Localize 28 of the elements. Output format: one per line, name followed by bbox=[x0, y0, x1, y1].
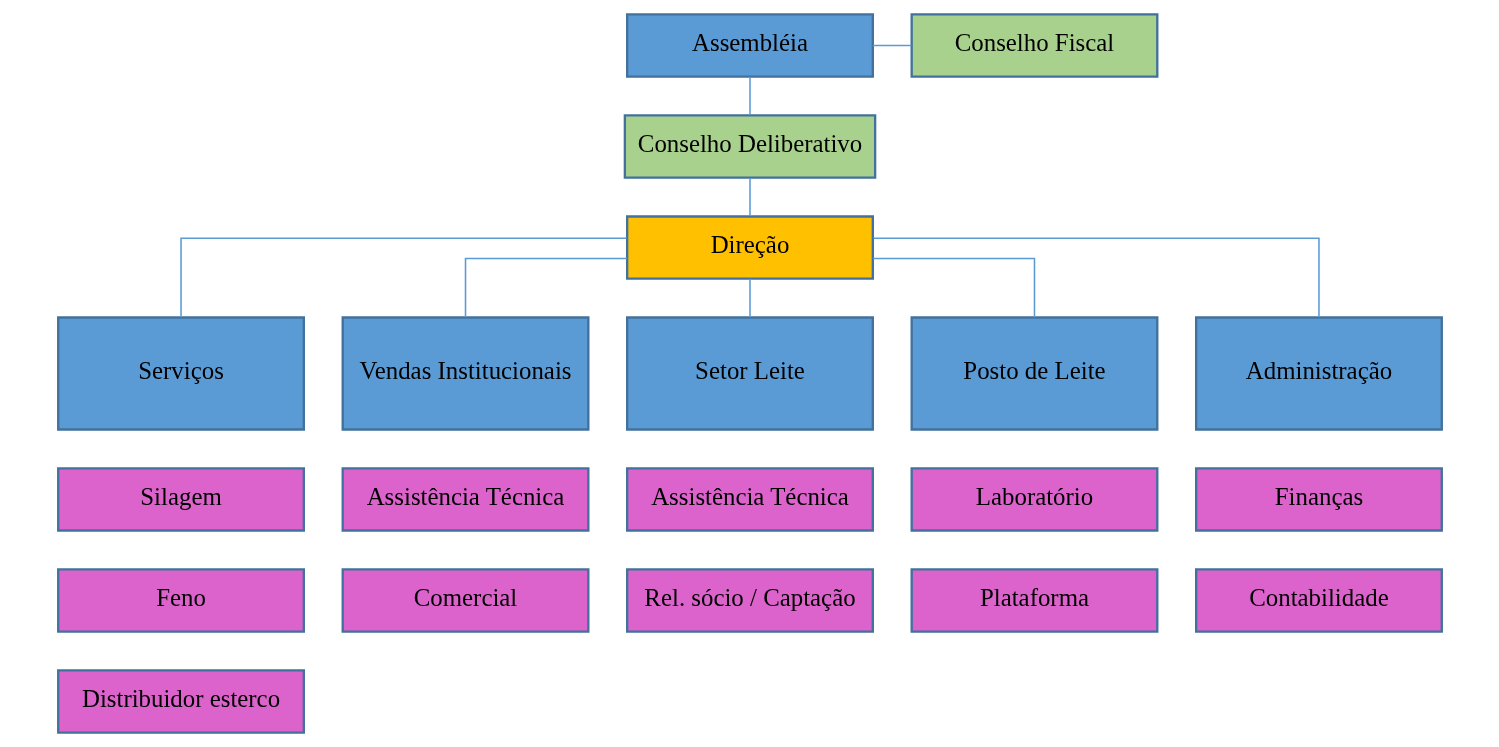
node-box: Administração bbox=[1194, 316, 1443, 431]
connector bbox=[748, 76, 751, 116]
node-box: Posto de Leite bbox=[910, 316, 1158, 431]
connector bbox=[748, 277, 751, 318]
connector bbox=[748, 177, 751, 217]
node-box: Conselho Fiscal bbox=[910, 13, 1158, 78]
node-box: Finanças bbox=[1194, 467, 1443, 532]
node-box: Laboratório bbox=[910, 467, 1158, 532]
node-box: Assistência Técnica bbox=[341, 467, 589, 532]
node-box: Rel. sócio / Captação bbox=[625, 568, 874, 633]
node-box: Feno bbox=[56, 568, 305, 633]
node-box: Contabilidade bbox=[1194, 568, 1443, 633]
node-box: Comercial bbox=[341, 568, 589, 633]
node-box: Conselho Deliberativo bbox=[623, 114, 876, 179]
node-box: Distribuidor esterco bbox=[56, 669, 305, 734]
node-box: Plataforma bbox=[910, 568, 1158, 633]
node-box: Assembléia bbox=[625, 13, 874, 78]
node-box: Assistência Técnica bbox=[625, 467, 874, 532]
node-box: Direção bbox=[625, 215, 874, 280]
node-box: Serviços bbox=[56, 316, 305, 431]
node-box: Silagem bbox=[56, 467, 305, 532]
connector bbox=[871, 257, 1035, 319]
connector bbox=[871, 44, 912, 47]
node-box: Vendas Institucionais bbox=[341, 316, 589, 431]
connector bbox=[464, 257, 628, 319]
connector bbox=[179, 237, 627, 319]
connector bbox=[872, 237, 1320, 319]
node-box: Setor Leite bbox=[625, 316, 874, 431]
